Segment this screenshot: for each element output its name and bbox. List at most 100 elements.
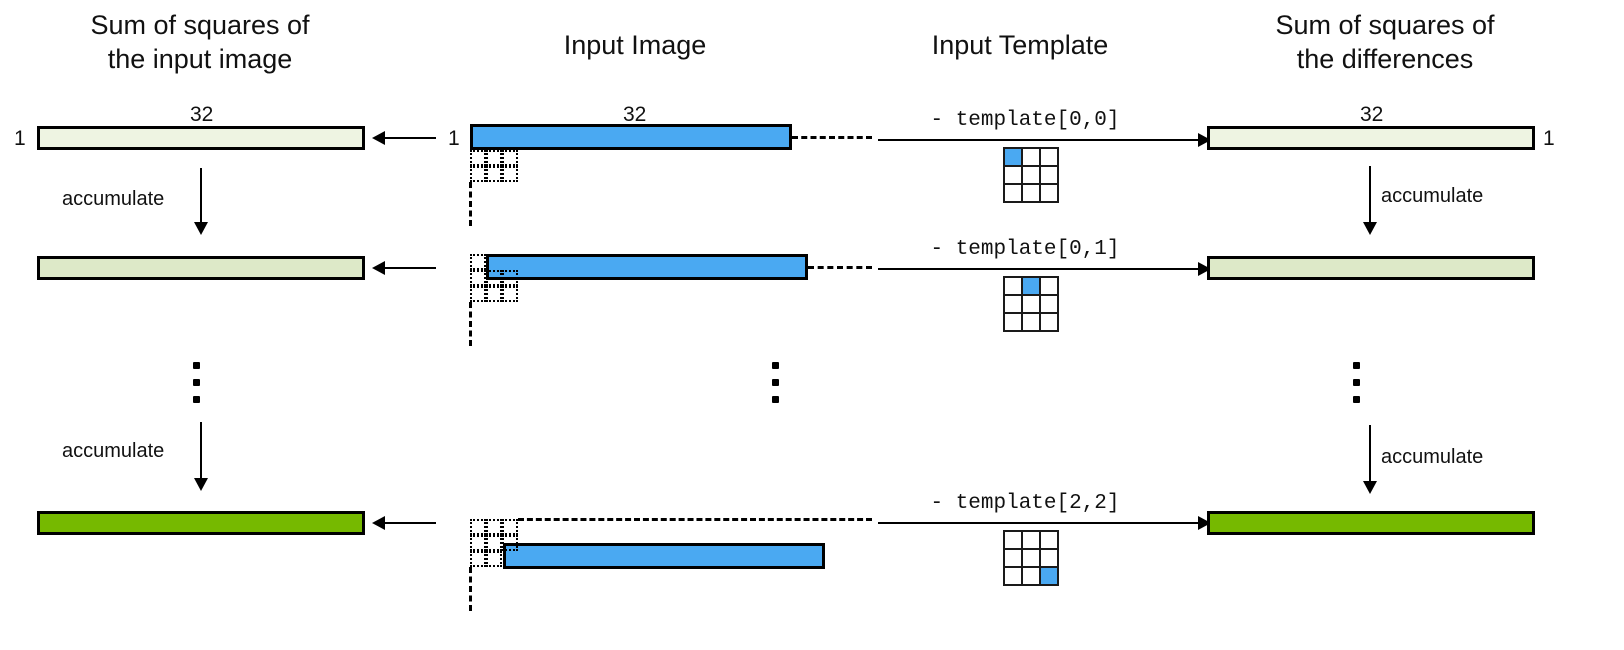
kernel-cell [486,519,502,535]
input-image-bar-row1 [470,124,792,150]
template-cell-2-0 [1005,568,1021,584]
template-cell-1-0 [1005,296,1021,312]
image-bar1-height-label: 1 [448,127,460,150]
arrow-image-to-sumsq-row1-head [372,131,385,145]
vertical-ellipsis-middle [772,362,780,403]
accumulate-label-left-2: accumulate [62,440,165,462]
column-title-input-image: Input Image [563,30,707,60]
kernel-cell [486,535,502,551]
template-cell-2-1 [1023,314,1039,330]
arrow-image-to-sumsq-row1 [384,137,436,139]
input-image-bar-row3 [503,543,825,569]
sum-squares-input-bar-row1 [37,126,365,150]
kernel-cell [502,166,518,182]
right-bar1-height-label: 1 [1543,127,1555,150]
kernel-cell [502,535,518,551]
kernel-cell [486,166,502,182]
arrow-template-row1 [878,139,1200,141]
template-cell-2-2 [1041,568,1057,584]
accumulate-arrow-left-1 [200,168,202,224]
template-cell-2-2 [1041,185,1057,201]
template-cell-1-2 [1041,550,1057,566]
template-label-row1: - template[0,0] [930,109,1120,132]
left-bar1-height-label: 1 [14,127,26,150]
accumulate-label-right-2: accumulate [1381,446,1484,468]
kernel-cell [502,150,518,166]
template-label-row2: - template[0,1] [930,238,1120,261]
template-cell-0-2 [1041,278,1057,294]
kernel-cell [502,519,518,535]
image-extent-dash-row3 [518,518,872,521]
template-cell-0-1 [1023,278,1039,294]
sum-squares-input-bar-row3 [37,511,365,535]
template-label-row3: - template[2,2] [930,492,1120,515]
template-cell-1-1 [1023,296,1039,312]
left-bar1-width-label: 32 [190,103,214,126]
template-cell-0-0 [1005,278,1021,294]
template-cell-0-1 [1023,532,1039,548]
template-cell-1-2 [1041,167,1057,183]
template-cell-1-0 [1005,167,1021,183]
image-extent-dash-row1 [792,136,872,139]
arrow-template-row3 [878,522,1200,524]
sum-squares-diff-bar-row1 [1207,126,1535,150]
kernel-window-row1 [470,150,518,182]
input-image-bar-row2 [486,254,808,280]
image-bar1-width-label: 32 [623,103,647,126]
accumulate-arrow-left-2 [200,422,202,480]
template-cell-2-2 [1041,314,1057,330]
image-left-dash-row2 [469,302,472,346]
column-title-input-template: Input Template [931,30,1109,60]
kernel-cell [470,254,486,270]
accumulate-label-left-1: accumulate [62,188,165,210]
accumulate-arrow-left-2-head [194,478,208,491]
template-matrix-row3 [1003,530,1059,586]
kernel-cell [470,519,486,535]
template-cell-1-1 [1023,550,1039,566]
template-cell-1-2 [1041,296,1057,312]
vertical-ellipsis-right [1353,362,1361,403]
column-title-sum-squares-input: Sum of squares of the input image [90,10,310,74]
vertical-ellipsis-left [193,362,201,403]
kernel-cell [470,286,486,302]
kernel-cell [486,286,502,302]
kernel-cell [470,166,486,182]
kernel-cell [470,270,486,286]
kernel-window-row3 [470,519,518,567]
right-bar1-width-label: 32 [1360,103,1384,126]
kernel-cell [470,535,486,551]
template-cell-2-1 [1023,568,1039,584]
accumulate-arrow-right-1 [1369,166,1371,224]
kernel-cell [486,270,502,286]
kernel-cell [470,551,486,567]
sum-squares-input-bar-row2 [37,256,365,280]
kernel-cell [486,150,502,166]
image-extent-dash-row2 [808,266,872,269]
column-title-sum-squares-differences: Sum of squares of the differences [1275,10,1495,74]
template-cell-0-0 [1005,532,1021,548]
template-cell-0-2 [1041,532,1057,548]
template-cell-2-0 [1005,185,1021,201]
template-matrix-row1 [1003,147,1059,203]
kernel-window-row2 [470,254,518,302]
accumulate-arrow-right-2 [1369,425,1371,483]
arrow-image-to-sumsq-row2-head [372,261,385,275]
image-left-dash-row1 [469,182,472,226]
kernel-cell [486,551,502,567]
template-cell-0-0 [1005,149,1021,165]
template-cell-2-1 [1023,185,1039,201]
template-cell-1-0 [1005,550,1021,566]
sum-squares-diff-bar-row3 [1207,511,1535,535]
kernel-cell [470,150,486,166]
image-left-dash-row3 [469,567,472,611]
template-cell-0-1 [1023,149,1039,165]
sum-squares-diff-bar-row2 [1207,256,1535,280]
accumulate-arrow-left-1-head [194,222,208,235]
template-cell-0-2 [1041,149,1057,165]
template-cell-2-0 [1005,314,1021,330]
accumulate-label-right-1: accumulate [1381,185,1484,207]
accumulate-arrow-right-2-head [1363,481,1377,494]
arrow-image-to-sumsq-row3 [384,522,436,524]
template-cell-1-1 [1023,167,1039,183]
